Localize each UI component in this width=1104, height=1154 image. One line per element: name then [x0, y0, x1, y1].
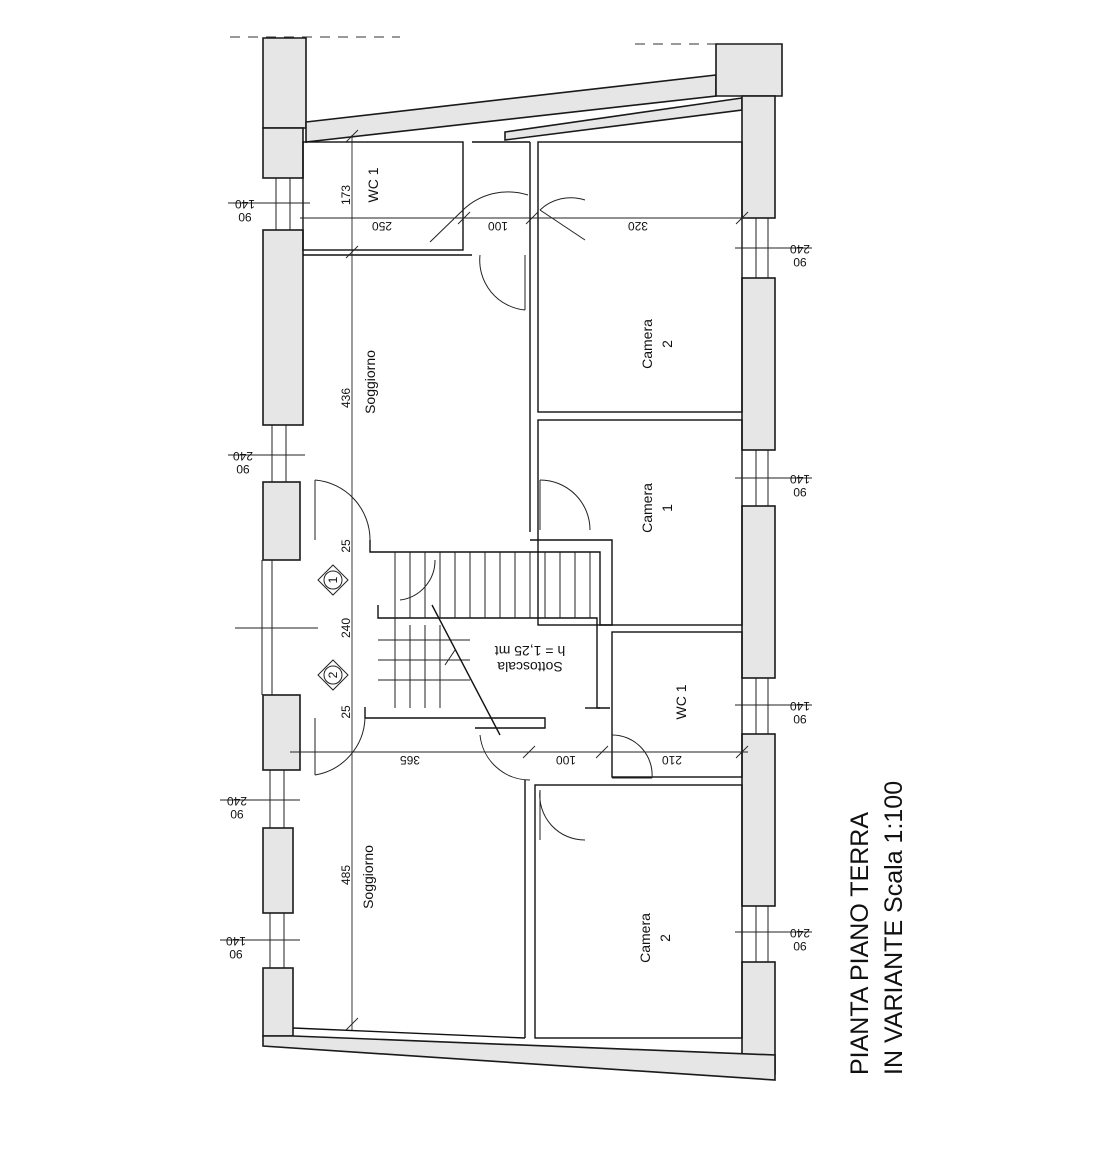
room-label-wc1-top: WC 1 — [365, 167, 381, 202]
dim-210: 210 — [662, 753, 682, 767]
staircase — [378, 552, 591, 736]
dim-436: 436 — [339, 388, 353, 408]
section-marker-1 — [317, 564, 349, 596]
window-left-3-top: 240 — [227, 794, 247, 808]
wall-left-4 — [262, 694, 301, 771]
wall-bottom — [262, 1035, 776, 1081]
dim-100-top: 100 — [488, 219, 508, 233]
camera2-top-room — [537, 141, 743, 413]
room-label-wc1-mid: WC 1 — [673, 684, 689, 719]
wall-left-1 — [262, 127, 304, 179]
room-label-camera2-top-num: 2 — [659, 340, 675, 348]
section-marker-2-label: 2 — [326, 671, 340, 678]
section-marker-1-label: 1 — [326, 576, 340, 583]
wall-right-2 — [741, 277, 776, 451]
dim-485: 485 — [339, 865, 353, 885]
room-label-camera1-num: 1 — [659, 504, 675, 512]
window-right-1-bottom: 90 — [793, 255, 807, 269]
room-label-sottoscala: Sottoscala — [497, 659, 563, 675]
wall-left-5 — [262, 827, 294, 914]
room-label-soggiorno-top: Soggiorno — [362, 350, 378, 414]
dim-250: 250 — [372, 219, 392, 233]
wc1-top-room — [302, 141, 464, 251]
window-right-4-bottom: 90 — [793, 939, 807, 953]
window-left-1-bottom: 90 — [238, 210, 252, 224]
exterior-walls — [262, 37, 783, 1081]
door-swings — [314, 191, 653, 841]
section-marker-2 — [317, 659, 349, 691]
wall-right-1 — [741, 95, 776, 219]
dim-25-bottom: 25 — [339, 705, 353, 719]
window-right-3-bottom: 90 — [793, 712, 807, 726]
camera2-bottom-room — [534, 784, 743, 1039]
wall-top-left — [262, 37, 307, 129]
dim-365: 365 — [400, 753, 420, 767]
window-left-2-top: 240 — [233, 449, 253, 463]
window-left-3-bottom: 90 — [230, 807, 244, 821]
wall-right-3 — [741, 505, 776, 679]
room-label-camera2-bottom: Camera — [637, 913, 653, 963]
dim-240: 240 — [339, 618, 353, 638]
room-label-camera1: Camera — [639, 483, 655, 533]
window-left-4-top: 140 — [226, 934, 246, 948]
wall-right-4 — [741, 733, 776, 907]
camera1-room — [537, 419, 743, 626]
room-label-camera2-bottom-num: 2 — [657, 934, 673, 942]
window-leaders — [220, 202, 812, 941]
dim-100-bottom: 100 — [556, 753, 576, 767]
window-right-2-top: 140 — [790, 472, 810, 486]
window-right-1-top: 240 — [790, 242, 810, 256]
window-right-3-top: 140 — [790, 699, 810, 713]
plan-title-line2: IN VARIANTE Scala 1:100 — [880, 781, 908, 1075]
dim-320: 320 — [628, 219, 648, 233]
window-left-1-top: 140 — [235, 197, 255, 211]
window-left-2-bottom: 90 — [236, 462, 250, 476]
window-right-2-bottom: 90 — [793, 485, 807, 499]
plan-title-line1: PIANTA PIANO TERRA — [846, 812, 874, 1075]
room-label-sottoscala-height: h = 1,25 mt — [495, 643, 566, 659]
dimension-lines — [235, 129, 749, 1031]
dim-25-top: 25 — [339, 539, 353, 553]
interior-walls — [292, 141, 743, 1039]
wall-left-2 — [262, 229, 304, 426]
wc1-mid-room — [611, 631, 743, 778]
window-right-4-top: 240 — [790, 926, 810, 940]
dim-173: 173 — [339, 185, 353, 205]
window-left-4-bottom: 90 — [229, 947, 243, 961]
room-label-camera2-top: Camera — [639, 319, 655, 369]
wall-left-3 — [262, 481, 301, 561]
wall-top-right — [715, 43, 783, 97]
wall-left-6 — [262, 967, 294, 1037]
room-label-soggiorno-bottom: Soggiorno — [360, 845, 376, 909]
